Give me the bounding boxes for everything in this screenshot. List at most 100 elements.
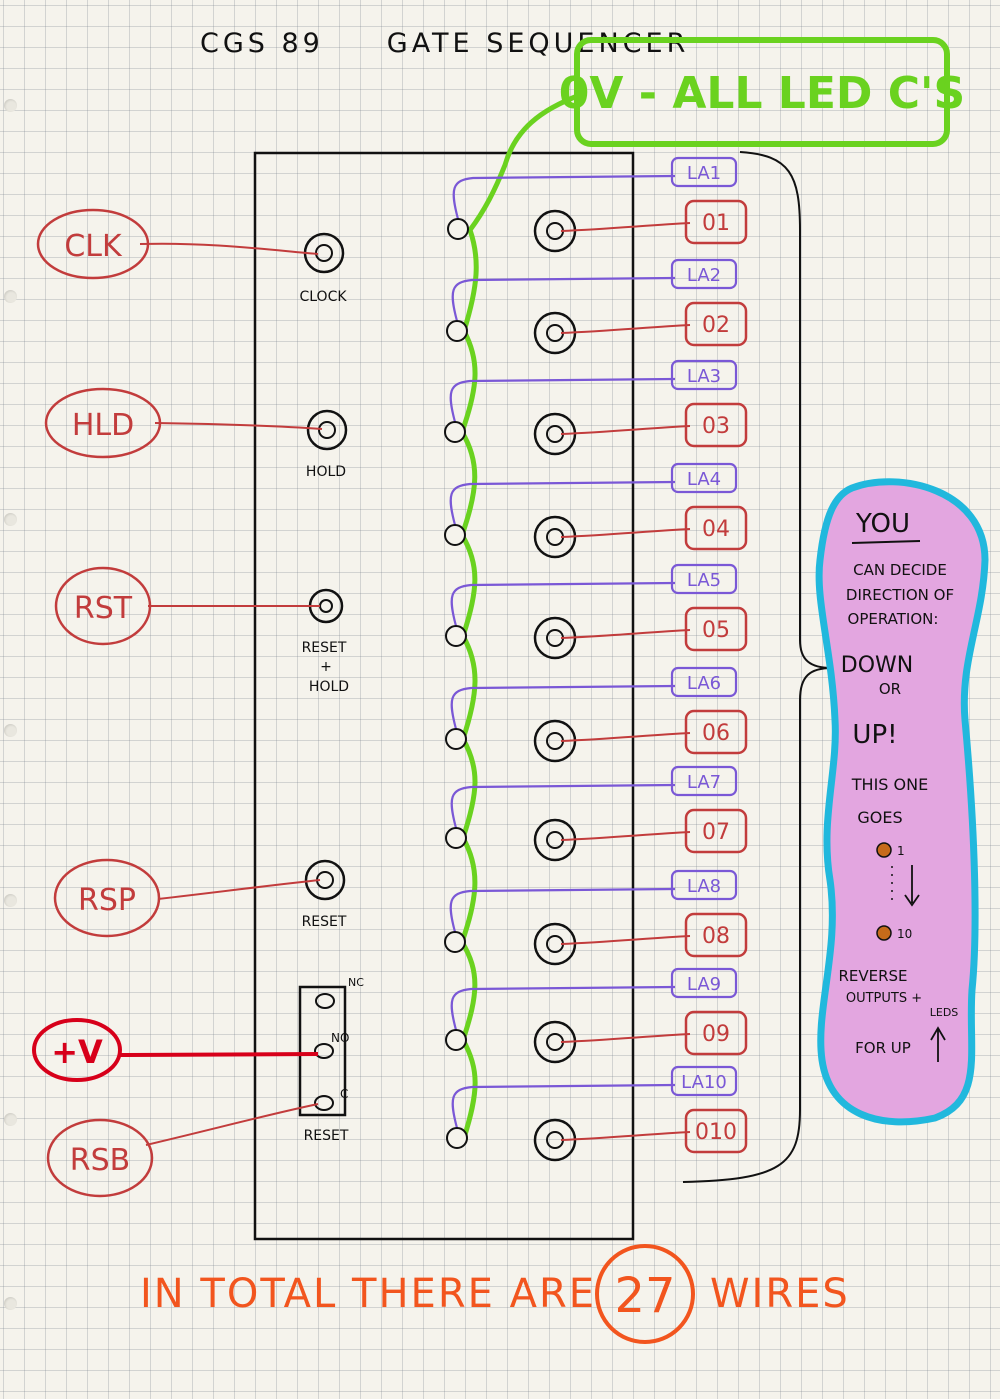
- step-row: 02 LA2: [446, 258, 748, 355]
- output-wire: [560, 324, 691, 334]
- switch-pin-nc: [315, 993, 335, 1009]
- clk-tag-label: CLK: [64, 229, 123, 264]
- supply-tag-label: +V: [51, 1033, 103, 1071]
- supply-tag: [32, 1018, 122, 1082]
- led-tag-label: LA7: [687, 772, 721, 793]
- led-tag-label: LA10: [681, 1072, 727, 1093]
- output-jack-core: [546, 222, 564, 240]
- led-tag-label: LA2: [687, 265, 721, 286]
- led-anode-wire: [450, 783, 676, 829]
- clock-wire: [139, 242, 319, 255]
- reset-jack-label: RESET: [302, 914, 347, 930]
- clk-tag: [36, 208, 150, 280]
- ground-bus: [459, 92, 583, 1141]
- reset-hold-jack-label-1: RESET: [302, 640, 347, 656]
- led-tag-label: LA9: [687, 974, 721, 995]
- output-tag: [684, 505, 748, 551]
- output-jack-core: [546, 528, 564, 546]
- switch-body: [298, 985, 347, 1117]
- supply-wire: [117, 1052, 319, 1057]
- led-anode-wire: [450, 581, 676, 627]
- note-line-4: DOWN: [841, 653, 913, 678]
- output-tag-label: 06: [702, 721, 730, 746]
- output-tag: [684, 402, 748, 448]
- step-led: [444, 524, 466, 546]
- step-led: [445, 625, 467, 647]
- step-led: [446, 320, 468, 342]
- hld-tag-label: HLD: [72, 408, 134, 443]
- output-tag-label: 02: [702, 313, 730, 338]
- switch-label: RESET: [304, 1128, 349, 1144]
- output-tag-label: 03: [702, 414, 730, 439]
- binder-hole: [4, 290, 17, 303]
- rsp-tag-label: RSP: [78, 883, 136, 918]
- reset-bus-wire: [145, 1103, 319, 1146]
- output-tag: [684, 301, 748, 347]
- rsp-tag: [53, 858, 161, 938]
- input-jacks: CLOCK HOLD RESET + HOLD RESET: [299, 232, 349, 930]
- reset-wire: [157, 879, 321, 900]
- binder-hole: [4, 894, 17, 907]
- note-marker-bottom: 10: [897, 927, 912, 941]
- page-title: CGS 89 GATE SEQUENCER: [200, 28, 689, 59]
- output-jack-core: [546, 831, 564, 849]
- footer-count: 27: [614, 1268, 675, 1324]
- output-tag: [684, 1010, 748, 1056]
- led-anode-wire: [451, 1083, 676, 1129]
- output-jack-core: [546, 1131, 564, 1149]
- hold-jack: [306, 409, 348, 451]
- led-tag: [670, 563, 738, 595]
- step-led: [446, 1127, 468, 1149]
- led-anode-wire: [449, 377, 676, 423]
- led-anode-wire: [452, 174, 676, 220]
- led-tag: [670, 666, 738, 698]
- rsb-tag-label: RSB: [70, 1143, 130, 1178]
- reset-hold-jack-core: [319, 599, 333, 613]
- led-tag-label: LA3: [687, 366, 721, 387]
- led-tag-label: LA4: [687, 469, 721, 490]
- output-jack-core: [546, 1033, 564, 1051]
- note-line-12: FOR UP: [855, 1039, 911, 1057]
- step-rows: 01LA102LA203LA304LA405LA506LA607LA708LA8…: [444, 156, 748, 1162]
- output-wire: [560, 528, 691, 538]
- note-line-3: OPERATION:: [848, 610, 939, 628]
- output-wire: [560, 732, 691, 742]
- ground-bus-wire: [459, 92, 583, 1141]
- led-tag: [670, 156, 738, 188]
- note-line-7: THIS ONE: [851, 775, 928, 794]
- led-anode-wires: [449, 174, 676, 1129]
- output-wire: [560, 935, 691, 945]
- note-line-9: REVERSE: [838, 967, 907, 985]
- output-tag: [684, 912, 748, 958]
- ground-note-box: [574, 37, 950, 147]
- led-tag: [670, 869, 738, 901]
- led-tag: [670, 765, 738, 797]
- output-wire: [560, 425, 691, 435]
- step-row: 03 LA3: [444, 359, 748, 456]
- footer: IN TOTAL THERE ARE 27 WIRES: [140, 1244, 848, 1344]
- note-jack-top-icon: [876, 842, 892, 858]
- hld-tag: [44, 387, 162, 459]
- binder-hole: [4, 513, 17, 526]
- note-blob: [815, 478, 989, 1126]
- output-jack-core: [546, 732, 564, 750]
- clock-jack-label: CLOCK: [299, 289, 347, 305]
- note-line-2: DIRECTION OF: [846, 586, 954, 604]
- output-tag-label: 05: [702, 618, 730, 643]
- switch-pin-nc-label: NC: [348, 976, 364, 989]
- output-jack-core: [546, 324, 564, 342]
- hold-wire: [154, 422, 323, 430]
- note-line-8: GOES: [857, 808, 902, 827]
- reset-hold-jack-label-2: +: [320, 659, 332, 675]
- note-line-6: UP!: [852, 720, 897, 750]
- hold-jack-label: HOLD: [306, 464, 346, 480]
- output-jack-core: [546, 629, 564, 647]
- step-led: [445, 1029, 467, 1051]
- rsb-tag: [46, 1118, 154, 1198]
